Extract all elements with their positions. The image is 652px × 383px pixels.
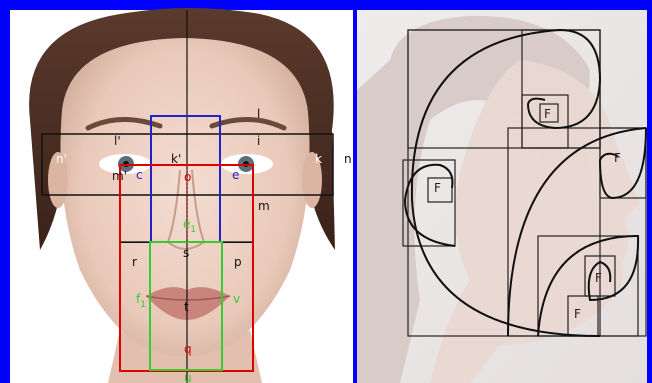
spiral-label-ear: F (434, 181, 441, 195)
label-c: c (136, 168, 143, 182)
label-m: m (258, 199, 270, 213)
spiral-label-chin: F (595, 271, 602, 285)
label-f1-sub: 1 (140, 300, 146, 310)
spiral-label-eye: F (544, 107, 551, 121)
label-l: l (257, 107, 260, 121)
label-r: r (132, 255, 137, 269)
label-e1-sub: 1 (190, 225, 196, 235)
label-e1-main: e (183, 217, 190, 231)
label-t: t (184, 300, 189, 314)
label-o: o (184, 170, 191, 184)
label-p: p (234, 255, 242, 269)
label-v: v (233, 292, 240, 306)
label-e: e (232, 168, 239, 182)
label-m-prime: m' (112, 169, 127, 183)
label-n: n (344, 152, 352, 166)
spiral-label-nose: F (614, 151, 621, 165)
label-k: k (315, 152, 322, 166)
label-q: q (184, 342, 192, 356)
label-l-prime: l' (114, 134, 121, 148)
left-face-panel: n' l' k' m' c o e l i k n m e1 s r p f1 … (10, 8, 353, 383)
label-u: u (184, 371, 192, 383)
spiral-label-jaw: F (574, 307, 581, 321)
label-s: s (183, 246, 189, 260)
right-profile-panel: F F F F F (357, 10, 647, 383)
label-k-prime: k' (171, 152, 181, 166)
label-i: i (257, 134, 260, 148)
label-n-prime: n' (56, 152, 67, 166)
